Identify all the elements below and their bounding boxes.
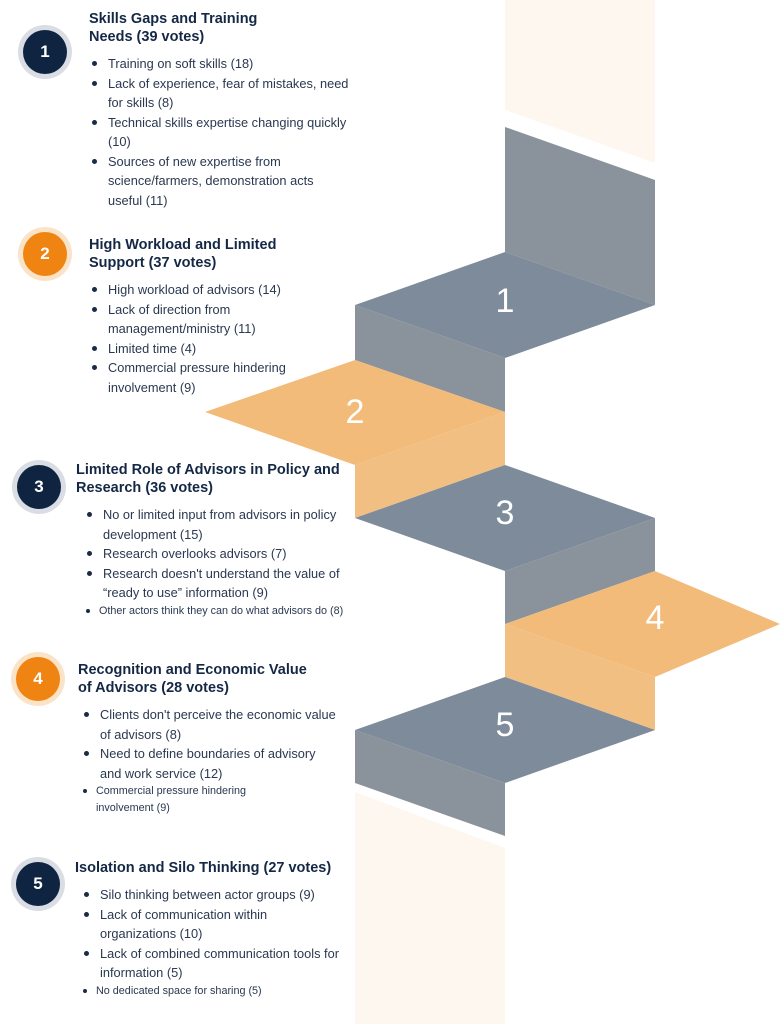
step-4-section: Recognition and Economic Value of Adviso…	[78, 661, 338, 817]
list-item: Lack of communication within organizatio…	[81, 905, 310, 944]
column-background-top	[505, 0, 655, 163]
stair-2-tread	[205, 360, 505, 465]
step-2-list: High workload of advisors (14) Lack of d…	[89, 280, 319, 397]
list-item: Research overlooks advisors (7)	[84, 544, 354, 564]
list-item: No dedicated space for sharing (5)	[81, 983, 360, 1000]
step-5-title: Isolation and Silo Thinking (27 votes)	[75, 860, 332, 876]
step-5-badge: 5	[16, 862, 60, 906]
step-5-section: Isolation and Silo Thinking (27 votes) S…	[75, 859, 360, 1000]
list-item: Lack of experience, fear of mistakes, ne…	[89, 74, 349, 113]
list-item: Commercial pressure hindering involvemen…	[89, 358, 319, 397]
list-item: Research doesn't understand the value of…	[84, 564, 363, 603]
list-item: Commercial pressure hindering involvemen…	[81, 783, 286, 817]
stair-3-number: 3	[496, 494, 515, 532]
step-2-badge-number: 2	[40, 244, 50, 263]
step-1-title: Skills Gaps and Training Needs (39 votes…	[89, 11, 258, 45]
list-item: Lack of combined communication tools for…	[81, 944, 360, 983]
step-2-badge: 2	[23, 232, 67, 276]
step-4-list: Clients don't perceive the economic valu…	[78, 705, 338, 817]
list-item: Clients don't perceive the economic valu…	[81, 705, 338, 744]
stair-3-riser	[505, 518, 655, 624]
list-item: No or limited input from advisors in pol…	[84, 505, 345, 544]
step-3-title: Limited Role of Advisors in Policy and R…	[76, 462, 340, 496]
step-2-section: High Workload and Limited Support (37 vo…	[89, 236, 319, 397]
list-item: Training on soft skills (18)	[89, 54, 349, 74]
stair-1-riser	[355, 305, 505, 412]
step-3-list: No or limited input from advisors in pol…	[76, 505, 354, 620]
step-4-title: Recognition and Economic Value of Adviso…	[78, 662, 307, 696]
step-1-badge-number: 1	[40, 42, 50, 61]
stair-5-number: 5	[496, 706, 515, 744]
list-item: Technical skills expertise changing quic…	[89, 113, 349, 152]
step-4-badge: 4	[16, 657, 60, 701]
list-item: High workload of advisors (14)	[89, 280, 319, 300]
step-2-title: High Workload and Limited Support (37 vo…	[89, 237, 277, 271]
stair-1-number: 1	[496, 282, 515, 320]
step-1-section: Skills Gaps and Training Needs (39 votes…	[89, 10, 349, 210]
list-item: Silo thinking between actor groups (9)	[81, 885, 360, 905]
stair-5-riser	[355, 730, 505, 836]
step-5-list: Silo thinking between actor groups (9) L…	[75, 885, 360, 1000]
list-item: Need to define boundaries of advisory an…	[81, 744, 320, 783]
stair-2-riser	[355, 412, 505, 518]
step-5-badge-number: 5	[33, 874, 43, 893]
list-item: Sources of new expertise from science/fa…	[89, 152, 349, 211]
stair-4-riser	[505, 624, 655, 730]
stair-riser-top	[505, 127, 655, 305]
step-3-badge: 3	[17, 465, 61, 509]
stair-4-number: 4	[646, 599, 665, 637]
stair-4-tread	[505, 571, 780, 677]
list-item: Limited time (4)	[89, 339, 319, 359]
list-item: Other actors think they can do what advi…	[84, 603, 354, 620]
step-1-list: Training on soft skills (18) Lack of exp…	[89, 54, 349, 210]
step-1-badge: 1	[23, 30, 67, 74]
stair-2-number: 2	[346, 393, 365, 431]
step-3-section: Limited Role of Advisors in Policy and R…	[76, 461, 354, 620]
column-background-bottom	[355, 792, 505, 1024]
step-4-badge-number: 4	[33, 669, 43, 688]
step-3-badge-number: 3	[34, 477, 44, 496]
list-item: Lack of direction from management/minist…	[89, 300, 319, 339]
